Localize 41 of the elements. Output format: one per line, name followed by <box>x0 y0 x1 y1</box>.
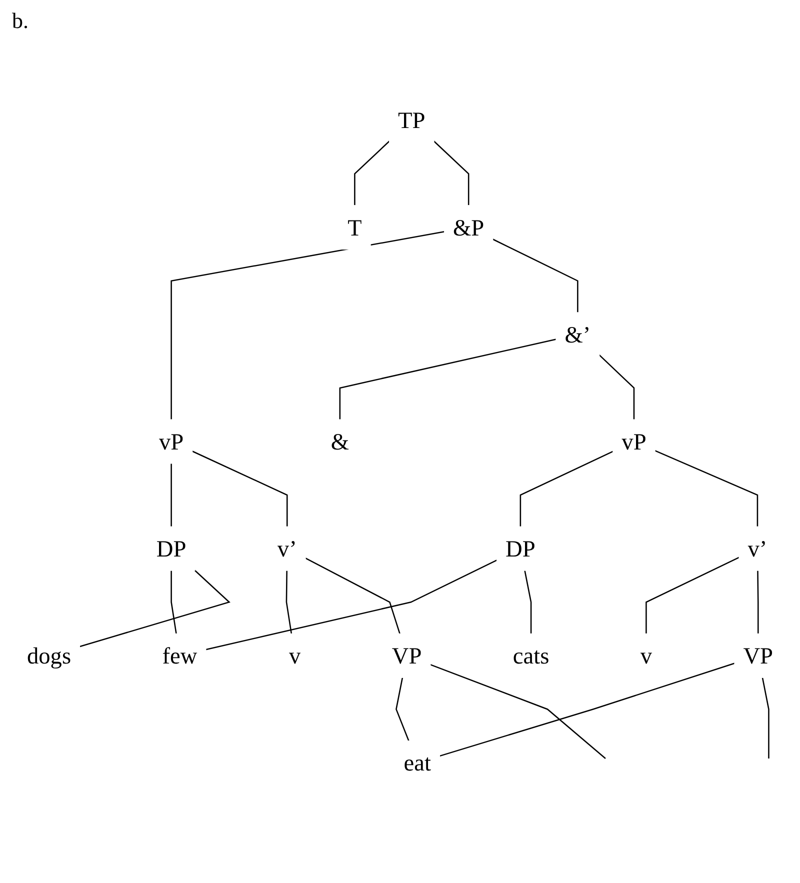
connector <box>354 140 390 206</box>
node-text: VP <box>743 642 774 669</box>
connector <box>762 677 770 759</box>
node-text: &P <box>453 214 484 241</box>
node-text: TP <box>398 106 426 134</box>
node-text: v <box>640 642 652 669</box>
connector <box>520 450 614 527</box>
connector <box>524 570 532 634</box>
connector <box>396 677 410 742</box>
connector <box>206 559 498 650</box>
node-text: dogs <box>26 642 72 669</box>
node-text: & <box>330 428 349 455</box>
connector <box>646 556 740 634</box>
connector <box>433 140 470 206</box>
node-text: vP <box>158 428 184 455</box>
connector <box>170 570 177 634</box>
node-text: DP <box>156 535 186 562</box>
node-text: v <box>289 642 301 669</box>
connector <box>430 664 606 760</box>
connector <box>286 570 292 634</box>
panel-letter: b. <box>12 8 28 34</box>
node-text: few <box>162 642 198 669</box>
node-text: vP <box>622 428 646 455</box>
connector <box>170 463 172 527</box>
connector <box>757 570 759 634</box>
node-text: VP <box>392 642 422 669</box>
connector <box>79 570 230 648</box>
connector <box>439 662 735 757</box>
connector <box>654 450 758 527</box>
node-text: &’ <box>564 321 591 348</box>
connector <box>492 238 578 313</box>
connector <box>339 338 556 420</box>
node-text: cats <box>512 642 550 669</box>
connector <box>170 231 445 420</box>
connector <box>305 558 400 634</box>
node-text: eat <box>404 750 432 776</box>
node-text: v’ <box>277 535 297 562</box>
node-text: DP <box>506 535 536 562</box>
connector <box>598 354 635 420</box>
node-text: v’ <box>748 535 768 562</box>
connector <box>192 450 288 527</box>
